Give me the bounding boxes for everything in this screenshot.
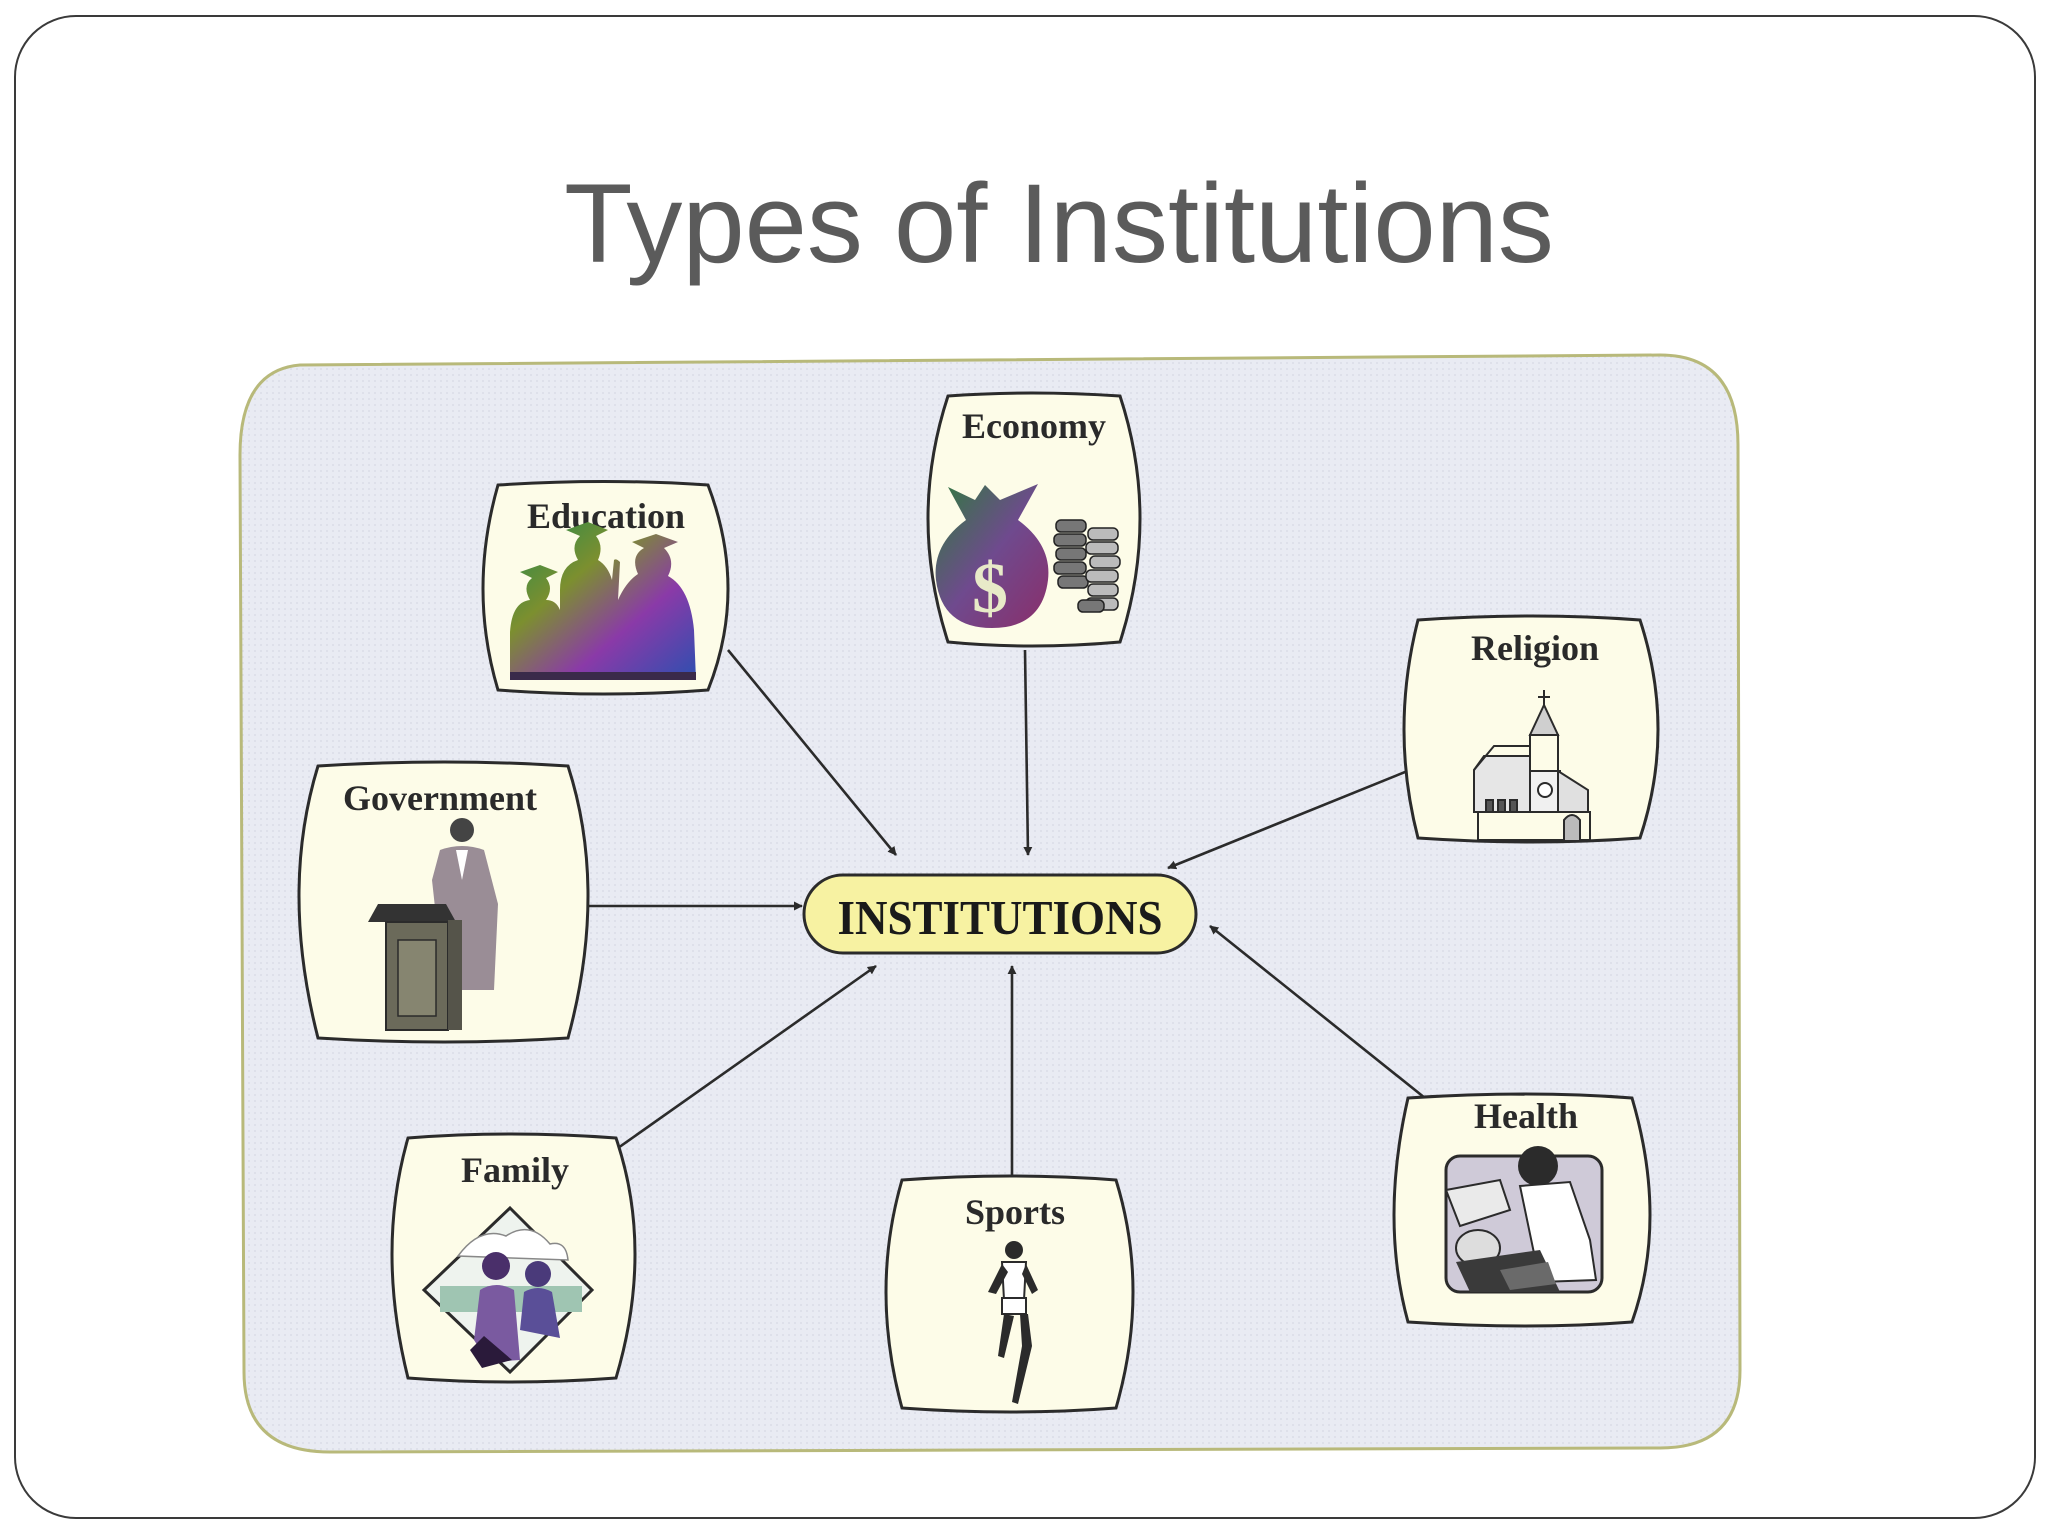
economy-label: Economy [962,406,1106,446]
slide-title: Types of Institutions [564,161,1554,286]
health-label: Health [1474,1096,1578,1136]
graduates-icon [510,522,696,680]
arrow-health [1209,924,1426,1100]
runner-icon [988,1241,1038,1404]
medical-icon [1444,1146,1604,1294]
church-icon [1473,690,1591,841]
center-label: INSTITUTIONS [838,890,1163,945]
svg-text:$: $ [972,548,1008,628]
arrow-education [726,649,898,856]
sports-label: Sports [965,1192,1065,1232]
connector-arrows [588,649,1426,1180]
node-religion: Religion [1402,614,1660,844]
arrow-economy [1023,649,1033,856]
podium-speaker-icon [368,818,498,1031]
institutions-center-node: INSTITUTIONS [802,873,1198,955]
node-health: Health [1392,1092,1652,1328]
money-bag-icon: $ [935,484,1121,628]
arrow-religion [1167,768,1411,870]
node-education: Education [481,480,730,696]
node-economy: Economy $ [926,391,1142,648]
government-label: Government [343,778,537,818]
node-government: Government [297,760,590,1044]
family-label: Family [461,1150,569,1190]
node-sports: Sports [884,1174,1135,1414]
node-family: Family [390,1132,637,1384]
arrow-family [617,964,877,1150]
family-icon [421,1205,595,1375]
religion-label: Religion [1471,628,1599,668]
